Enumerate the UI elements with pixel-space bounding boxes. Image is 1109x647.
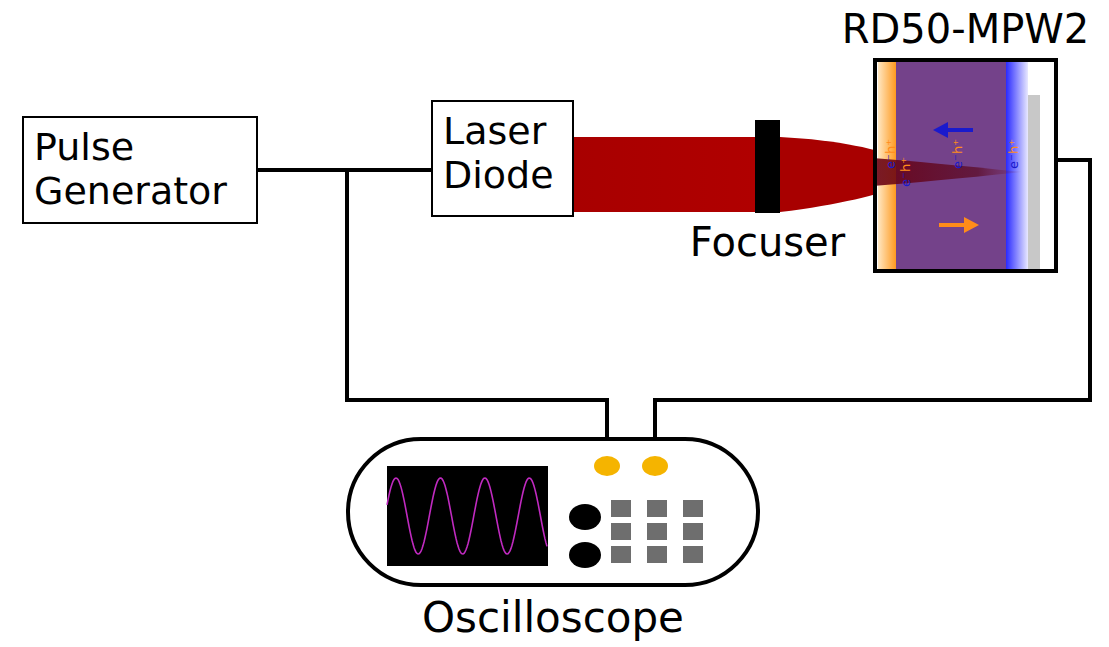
scope-button <box>683 523 703 540</box>
input-connector <box>642 456 668 476</box>
hole-drift-arrow <box>939 223 967 227</box>
charge-carrier-label: e⁻ <box>951 154 964 169</box>
scope-button <box>647 500 667 517</box>
scope-knob <box>569 504 601 530</box>
scope-screen <box>387 466 548 566</box>
scope-housing <box>348 439 758 585</box>
laser-beam <box>574 137 755 212</box>
node-label: Oscilloscope <box>422 593 684 642</box>
charge-carrier-label: e⁻ <box>899 172 912 187</box>
focuser-lens: Focuser <box>755 120 780 213</box>
sine-trace <box>387 478 547 554</box>
n-layer <box>1006 61 1028 270</box>
scope-button <box>611 523 631 540</box>
charge-carrier-label: h⁺ <box>884 139 897 154</box>
charge-carrier-label: e⁻ <box>884 154 897 169</box>
charge-carrier-label: h⁺ <box>1007 139 1020 154</box>
charge-carrier-label: h⁺ <box>951 139 964 154</box>
sensor-body <box>875 60 1056 271</box>
electron-drift-arrow <box>933 122 948 138</box>
charge-carrier-label: h⁺ <box>899 157 912 172</box>
node-label: Focuser <box>690 219 845 265</box>
input-connector <box>594 456 620 476</box>
oscilloscope-drawing <box>346 437 760 587</box>
process-box: Laser Diode <box>431 100 574 217</box>
electron-drift-arrow <box>945 128 973 132</box>
process-box: Pulse Generator <box>22 116 258 224</box>
sensor-outline <box>875 60 1056 271</box>
scope-knob <box>569 542 601 568</box>
scope-button <box>611 546 631 563</box>
scope-button <box>647 546 667 563</box>
backplane-contact <box>1028 95 1040 270</box>
scope-button <box>683 546 703 563</box>
node-label: Laser Diode <box>443 110 562 197</box>
node-label: RD50-MPW2 <box>842 6 1090 52</box>
charge-carrier-label: e⁻ <box>1007 154 1020 169</box>
scope-button <box>647 523 667 540</box>
scope-button <box>683 500 703 517</box>
node-label: Pulse Generator <box>34 126 246 213</box>
hole-drift-arrow <box>964 217 979 233</box>
oscilloscope: Oscilloscope <box>346 437 760 587</box>
scope-button <box>611 500 631 517</box>
